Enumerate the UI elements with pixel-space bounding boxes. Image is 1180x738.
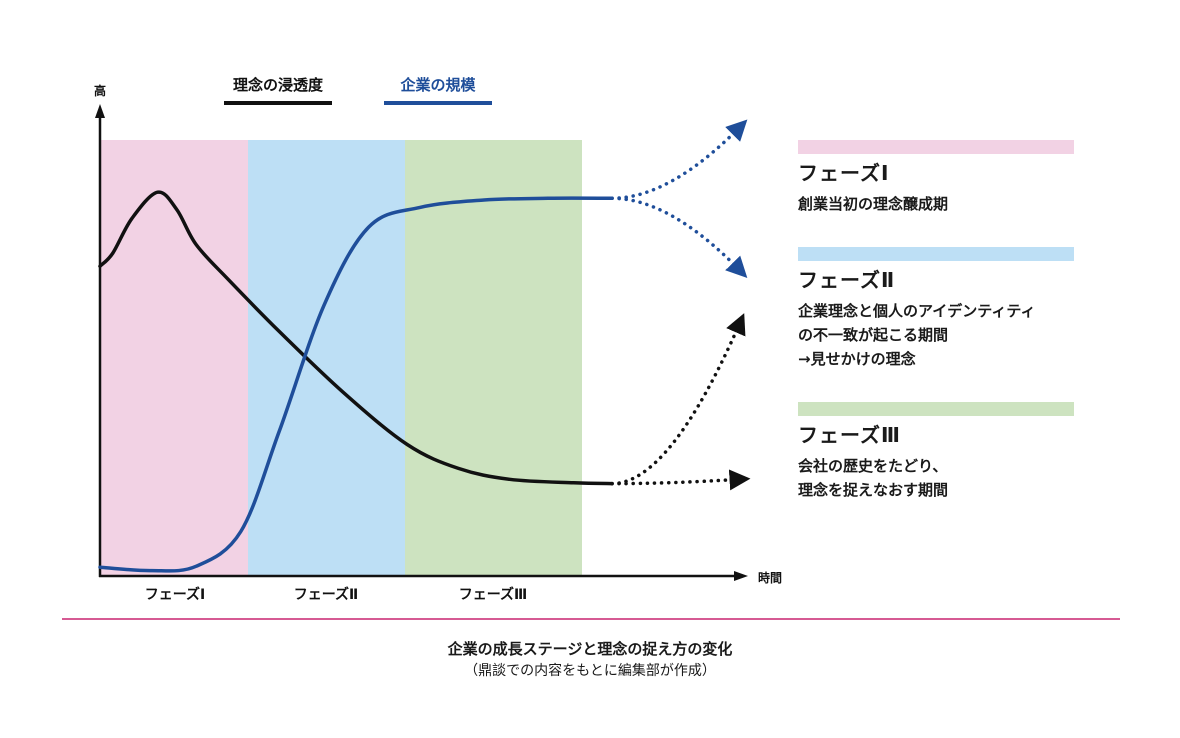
projection-permeation-2 [610,469,751,491]
figure-caption-sub: （鼎談での内容をもとに編集部が作成） [464,663,716,679]
projection-scale-2 [610,196,748,279]
x-axis-label: 時間 [758,570,782,585]
phase-desc-2: 企業理念と個人のアイデンティティ の不一致が起こる期間 →見せかけの理念 [798,302,1036,368]
phase-color-bar-3 [798,402,1074,416]
phase-card-1: フェーズⅠ 創業当初の理念醸成期 [798,140,1074,216]
series-layer [98,119,751,573]
figure-caption: 企業の成長ステージと理念の捉え方の変化 [447,640,733,658]
x-tick-label-phase-2: フェーズⅡ [294,586,359,603]
y-axis-label: 高 [94,83,106,98]
phase-card-2: フェーズⅡ 企業理念と個人のアイデンティティ の不一致が起こる期間 →見せかけの… [798,247,1074,371]
series-line-scale [98,196,614,573]
phase-desc-1: 創業当初の理念醸成期 [798,195,949,213]
phase-band-2 [248,140,405,576]
phase-bands [100,140,582,576]
x-axis-arrowhead [734,571,748,581]
phase-color-bar-2 [798,247,1074,261]
x-tick-label-phase-3: フェーズⅢ [459,586,528,603]
projection-scale-1 [610,119,748,201]
legend-label-permeation: 理念の浸透度 [233,76,324,94]
series-line-permeation [98,190,614,486]
caption-divider [62,618,1120,620]
phase-card-3: フェーズⅢ 会社の歴史をたどり、 理念を捉えなおす期間 [798,402,1074,502]
axes [95,104,748,581]
legend-label-scale: 企業の規模 [399,76,476,94]
y-axis-arrowhead [95,104,105,118]
phase-color-bar-1 [798,140,1074,154]
phase-title-3: フェーズⅢ [798,423,901,447]
x-tick-label-phase-1: フェーズⅠ [145,586,206,603]
phase-band-1 [100,140,248,576]
phase-title-1: フェーズⅠ [798,161,890,185]
phase-title-2: フェーズⅡ [798,268,896,292]
projection-permeation-1 [610,313,746,486]
phase-band-3 [405,140,582,576]
phase-desc-3: 会社の歴史をたどり、 理念を捉えなおす期間 [798,457,949,499]
